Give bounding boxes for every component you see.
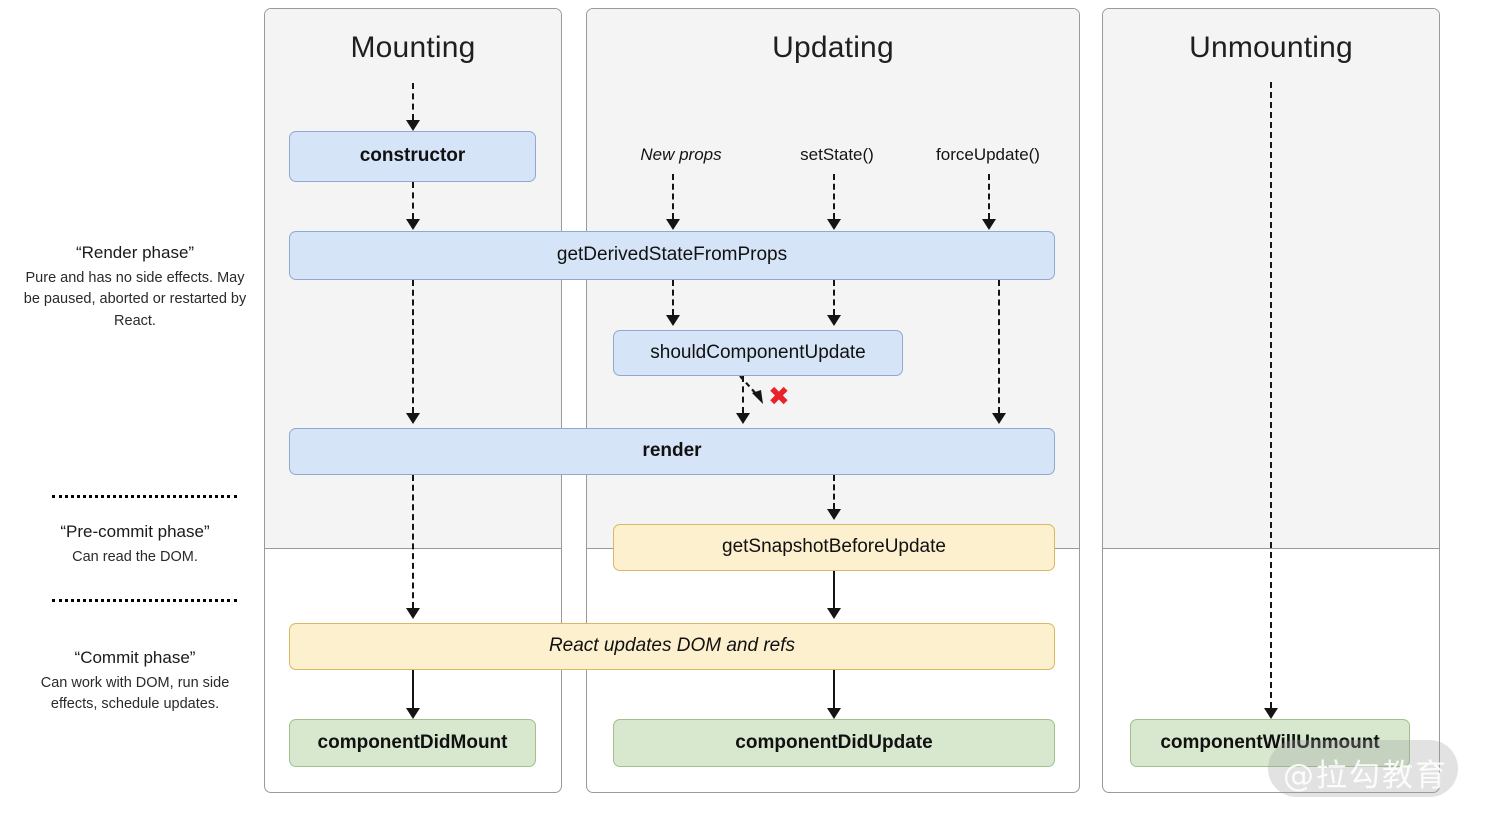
connector-mount-start-to-constructor: [412, 83, 414, 120]
connector-render-to-dom-mount: [412, 475, 414, 608]
arrowhead-scu-left: [666, 315, 680, 326]
phase-divider-top: [52, 495, 237, 498]
column-title-unmounting: Unmounting: [1189, 31, 1353, 64]
connector-gdsfp-to-scu-left: [672, 280, 674, 315]
connector-gdsfp-to-render-mount: [412, 280, 414, 413]
phase-legend-desc-pre-commit: Can read the DOM.: [72, 549, 198, 565]
lifecycle-node-component-will-unmount[interactable]: componentWillUnmount: [1130, 719, 1410, 767]
phase-legend-desc-commit: Can work with DOM, run side effects, sch…: [40, 675, 230, 713]
lifecycle-node-get-derived-state-from-props[interactable]: getDerivedStateFromProps: [289, 231, 1055, 280]
phase-legend-title-render: “Render phase”: [75, 243, 195, 262]
connector-gdsfp-to-scu-right: [833, 280, 835, 315]
connector-gdsfp-to-render-force: [998, 280, 1000, 413]
lifecycle-node-component-did-update[interactable]: componentDidUpdate: [613, 719, 1055, 767]
arrowhead-force-update: [982, 219, 996, 230]
connector-new-props-to-gdsfp: [672, 174, 674, 219]
lifecycle-node-react-updates-dom-and-refs[interactable]: React updates DOM and refs: [289, 623, 1055, 670]
column-title-updating: Updating: [772, 31, 894, 64]
connector-set-state-to-gdsfp: [833, 174, 835, 219]
connector-dom-to-did-mount: [412, 670, 414, 708]
arrowhead-dom-from-snapshot: [827, 608, 841, 619]
phase-legend-render: “Render phase” Pure and has no side effe…: [20, 243, 250, 332]
connector-dom-to-did-update: [833, 670, 835, 708]
arrowhead-render-force: [992, 413, 1006, 424]
trigger-label-set-state: setState(): [800, 145, 874, 164]
trigger-label-new-props: New props: [640, 145, 722, 164]
arrowhead-snapshot: [827, 509, 841, 520]
lifecycle-node-should-component-update[interactable]: shouldComponentUpdate: [613, 330, 903, 376]
trigger-label-force-update: forceUpdate(): [936, 145, 1040, 164]
arrowhead-new-props: [666, 219, 680, 230]
phase-legend-title-pre-commit: “Pre-commit phase”: [60, 522, 210, 541]
phase-legend-title-commit: “Commit phase”: [74, 648, 196, 667]
lifecycle-node-get-snapshot-before-update[interactable]: getSnapshotBeforeUpdate: [613, 524, 1055, 571]
phase-divider-bottom: [52, 599, 237, 602]
watermark-plate: [1268, 740, 1458, 797]
connector-snapshot-to-dom: [833, 571, 835, 608]
arrowhead-mount-constructor: [406, 120, 420, 131]
arrowhead-set-state: [827, 219, 841, 230]
arrowhead-scu-render: [736, 413, 750, 424]
phase-legend-commit: “Commit phase” Can work with DOM, run si…: [20, 648, 250, 716]
arrowhead-mount-gdsfp: [406, 219, 420, 230]
arrowhead-did-update: [827, 708, 841, 719]
arrowhead-will-unmount: [1264, 708, 1278, 719]
phase-legend-pre-commit: “Pre-commit phase” Can read the DOM.: [20, 522, 250, 568]
connector-scu-skip-render: [739, 375, 763, 404]
connector-constructor-to-gdsfp: [412, 182, 414, 219]
arrowhead-did-mount: [406, 708, 420, 719]
watermark-label: @拉勾教育: [1283, 758, 1448, 794]
lifecycle-node-constructor[interactable]: constructor: [289, 131, 536, 182]
arrowhead-mount-dom-update: [406, 608, 420, 619]
connector-force-update-to-gdsfp: [988, 174, 990, 219]
lifecycle-node-component-did-mount[interactable]: componentDidMount: [289, 719, 536, 767]
connector-render-to-snapshot: [833, 475, 835, 509]
arrowhead-mount-render: [406, 413, 420, 424]
column-title-mounting: Mounting: [350, 31, 476, 64]
skip-render-x-icon: ✖: [768, 381, 790, 411]
connector-scu-to-render: [742, 376, 744, 413]
arrowhead-scu-right: [827, 315, 841, 326]
phase-legend-desc-render: Pure and has no side effects. May be pau…: [23, 270, 247, 329]
connector-unmount-to-will-unmount: [1270, 82, 1272, 708]
lifecycle-node-render[interactable]: render: [289, 428, 1055, 475]
